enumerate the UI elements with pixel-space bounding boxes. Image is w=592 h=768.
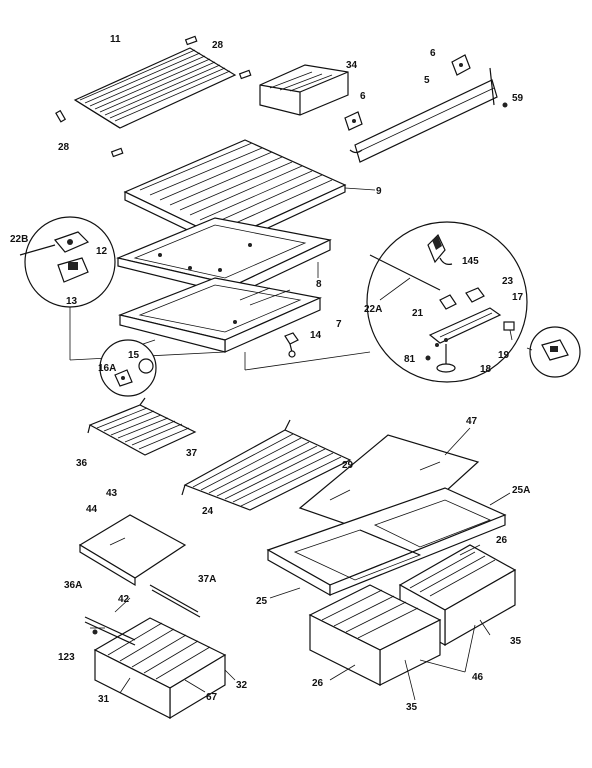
label-145: 145 <box>462 256 479 267</box>
detail-circle-right <box>366 221 528 383</box>
shelf-trim-37a <box>149 584 201 618</box>
label-8: 8 <box>316 279 322 290</box>
label-46: 46 <box>472 672 484 683</box>
wire-shelf-11 <box>73 47 237 129</box>
screw-59 <box>502 102 508 108</box>
label-6-mid: 6 <box>360 91 366 102</box>
detail-circle-far-right <box>526 326 581 378</box>
label-15: 15 <box>128 350 140 361</box>
leader-line-right <box>244 351 371 371</box>
label-9: 9 <box>376 186 382 197</box>
label-23: 23 <box>502 276 514 287</box>
label-21: 21 <box>412 308 424 319</box>
label-14: 14 <box>310 330 322 341</box>
crisper-drawer-26-left <box>308 584 442 686</box>
label-81: 81 <box>404 354 416 365</box>
drawer-rail-42 <box>84 616 136 646</box>
label-59: 59 <box>512 93 524 104</box>
meat-pan-cover-7 <box>117 277 323 353</box>
label-36: 36 <box>76 458 88 469</box>
label-7: 7 <box>336 319 342 330</box>
shelf-clip-28-bottom <box>55 109 124 158</box>
glass-shelf-43 <box>78 514 187 587</box>
label-67: 67 <box>206 692 218 703</box>
label-6-top: 6 <box>430 48 436 59</box>
detail-circle-small <box>99 339 157 397</box>
rail-5 <box>354 67 498 163</box>
wire-shelf-36 <box>87 397 197 456</box>
label-16a: 16A <box>98 363 116 374</box>
label-22a: 22A <box>364 304 382 315</box>
label-44: 44 <box>86 504 98 515</box>
label-36a: 36A <box>64 580 82 591</box>
label-28-top: 28 <box>212 40 224 51</box>
wire-shelf-24 <box>181 419 352 511</box>
label-35-bottom: 35 <box>406 702 418 713</box>
label-47: 47 <box>466 416 478 427</box>
label-17: 17 <box>512 292 524 303</box>
label-11: 11 <box>110 34 121 45</box>
label-29: 29 <box>342 460 354 471</box>
label-43: 43 <box>106 488 118 499</box>
label-25: 25 <box>256 596 268 607</box>
label-26-right: 26 <box>496 535 508 546</box>
label-12: 12 <box>96 246 108 257</box>
drawer-31 <box>93 617 227 720</box>
label-34: 34 <box>346 60 358 71</box>
label-22b: 22B <box>10 234 28 245</box>
label-5: 5 <box>424 75 430 86</box>
dairy-bin-34 <box>259 64 349 116</box>
label-26-left: 26 <box>312 678 324 689</box>
label-24: 24 <box>202 506 214 517</box>
label-28-bottom: 28 <box>58 142 70 153</box>
label-123: 123 <box>58 652 75 663</box>
leader-lines-lower <box>90 427 511 701</box>
label-18: 18 <box>480 364 492 375</box>
label-42: 42 <box>118 594 130 605</box>
label-37: 37 <box>186 448 198 459</box>
label-13: 13 <box>66 296 78 307</box>
label-25a: 25A <box>512 485 530 496</box>
label-35-right: 35 <box>510 636 522 647</box>
label-32: 32 <box>236 680 248 691</box>
detail-circle-left <box>19 216 116 308</box>
control-knob-14 <box>284 332 299 358</box>
bracket-6 <box>344 54 471 154</box>
label-31: 31 <box>98 694 110 705</box>
shelf-clip-28-top <box>184 35 252 80</box>
label-19: 19 <box>498 350 510 361</box>
label-37a: 37A <box>198 574 216 585</box>
crisper-cover-25 <box>266 487 507 597</box>
